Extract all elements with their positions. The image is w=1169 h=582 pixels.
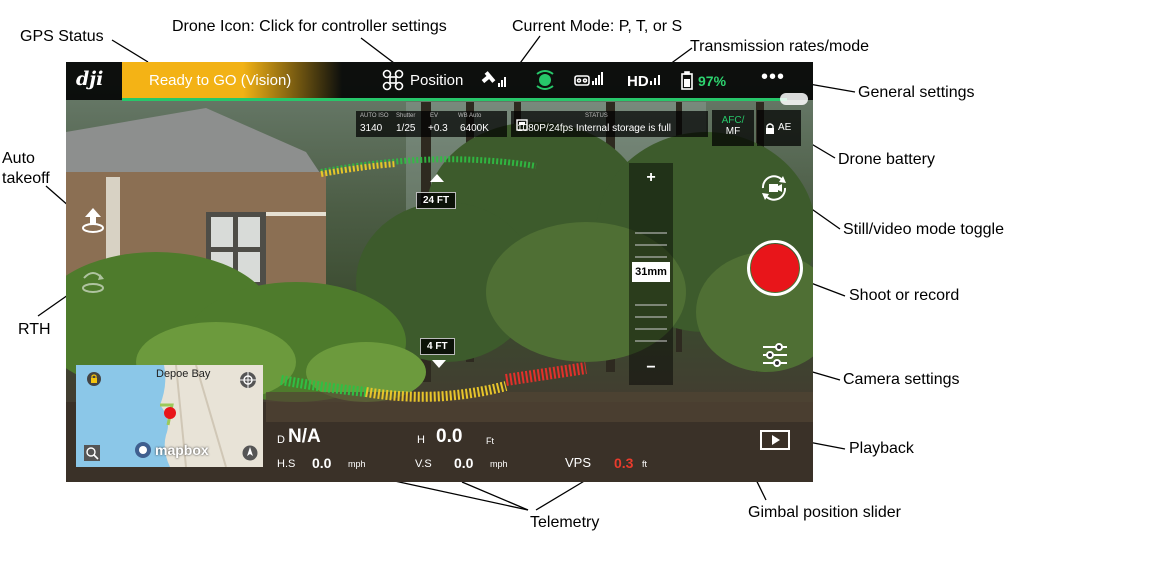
annotation-transmission: Transmission rates/mode [690,38,870,55]
annotation-general-settings: General settings [858,84,975,101]
playback-icon[interactable] [759,428,791,452]
dji-logo: dji [76,68,104,90]
hd-signal-bars-icon [649,75,660,85]
hd-label: HD [627,73,649,90]
annotation-rth: RTH [18,321,51,338]
focus-mode-toggle[interactable]: AFC/ MF [712,110,754,146]
annotation-still-video-toggle: Still/video mode toggle [843,221,1004,238]
map-background [76,365,227,467]
takeoff-arrow-icon [85,208,101,225]
annotation-drone-icon: Drone Icon: Click for controller setting… [172,18,447,35]
obstacle-lower-distance: 4 FT [420,338,455,355]
annotation-drone-battery: Drone battery [838,151,935,168]
still-video-toggle-icon[interactable] [758,172,790,204]
return-home-icon [98,274,104,280]
param-value-iso: 3140 [360,123,383,134]
annotation-current-mode: Current Mode: P, T, or S [512,18,683,35]
telemetry-vps-unit: ft [642,459,648,469]
mf-label: MF [725,126,741,137]
telemetry-vs-value: 0.0 [454,455,474,471]
slider-value[interactable]: 31mm [632,262,670,282]
lock-icon [766,123,774,134]
param-label-ev: EV [430,113,439,119]
telemetry-h-label: H [417,434,425,446]
battery-icon [681,71,693,90]
telemetry-h-value: 0.0 [436,426,463,447]
annotation-telemetry: Telemetry [530,514,600,531]
telemetry-vps-value: 0.3 [614,455,634,471]
shoot-record-inner[interactable] [751,244,799,292]
telemetry-d-value: N/A [288,426,321,447]
annotation-shoot-or-record: Shoot or record [849,287,960,304]
annotation-gps-status: GPS Status [20,28,104,45]
status-text: 1080P/24fps Internal storage is full [517,123,671,134]
remote-controller-signal-icon[interactable] [574,69,606,91]
map-place-label: Depoe Bay [156,368,211,380]
param-label-iso: AUTO ISO [360,113,389,119]
mapbox-label: mapbox [155,442,209,458]
telemetry-h-unit: Ft [486,436,494,446]
mapbox-logo-icon [135,442,151,458]
obstacle-down-arrow-icon [432,360,446,368]
ae-lock[interactable]: AE [757,110,801,146]
param-value-wb: 6400K [460,123,489,134]
ae-label: AE [778,122,792,133]
telemetry-vs-unit: mph [490,459,508,469]
telemetry-vs-label: V.S [415,458,432,470]
mapbox-attribution: mapbox [134,441,209,459]
camera-settings-icon[interactable] [761,341,789,369]
camera-view[interactable]: dji Ready to GO (Vision) Position [66,62,813,482]
recording-status[interactable]: STATUS 1080P/24fps Internal storage is f… [511,111,708,137]
param-label-wb: WB Auto [458,113,482,119]
view-toggle-pill[interactable] [780,93,808,105]
map-compass-icon[interactable] [242,445,258,461]
camera-parameters[interactable]: AUTO ISO Shutter EV WB Auto 3140 1/25 +0… [356,111,507,137]
param-label-shutter: Shutter [396,113,416,119]
annotation-gimbal-slider: Gimbal position slider [748,504,901,521]
telemetry-vps-label: VPS [565,455,592,470]
telemetry-hs-label: H.S [277,458,296,470]
zoom-out-button[interactable]: − [646,359,656,376]
status-label: STATUS [585,113,608,119]
storage-icon [516,119,528,131]
map-recenter-icon[interactable] [239,371,257,389]
battery-progress-bar [122,98,787,101]
annotation-camera-settings: Camera settings [843,371,960,388]
annotation-auto-takeoff-2: takeoff [2,170,50,187]
battery-percent: 97% [698,73,727,89]
drone-icon[interactable] [382,69,404,91]
shoot-record-button[interactable] [747,240,803,296]
drone-battery[interactable]: 97% [678,71,726,91]
gps-status-text: Ready to GO (Vision) [149,72,292,89]
annotation-auto-takeoff-1: Auto [2,150,35,167]
rth-button[interactable] [78,268,108,298]
param-value-ev: +0.3 [428,123,448,134]
telemetry-d-label: D [277,434,285,446]
auto-takeoff-button[interactable] [78,204,108,234]
zoom-in-button[interactable]: + [646,169,656,186]
param-value-shutter: 1/25 [396,123,416,134]
telemetry-hs-unit: mph [348,459,366,469]
obstacle-upper-distance: 24 FT [416,192,457,209]
obstacle-sensing-icon[interactable] [534,66,556,94]
map-lock-icon[interactable] [86,371,102,387]
satellite-icon[interactable] [480,69,508,91]
mini-map[interactable]: Depoe Bay mapbox [76,365,263,467]
obstacle-up-arrow-icon [430,174,444,182]
flight-mode-indicator[interactable]: Position [382,69,463,91]
flight-mode-label: Position [410,71,464,89]
map-zoom-icon[interactable] [84,445,100,461]
afc-label: AFC/ [721,115,745,126]
telemetry-hs-value: 0.0 [312,455,332,471]
general-settings-button[interactable]: ••• [761,66,786,88]
hd-transmission-icon[interactable]: HD [627,72,663,90]
gps-status-bar[interactable] [122,62,342,100]
annotation-playback: Playback [849,440,914,457]
